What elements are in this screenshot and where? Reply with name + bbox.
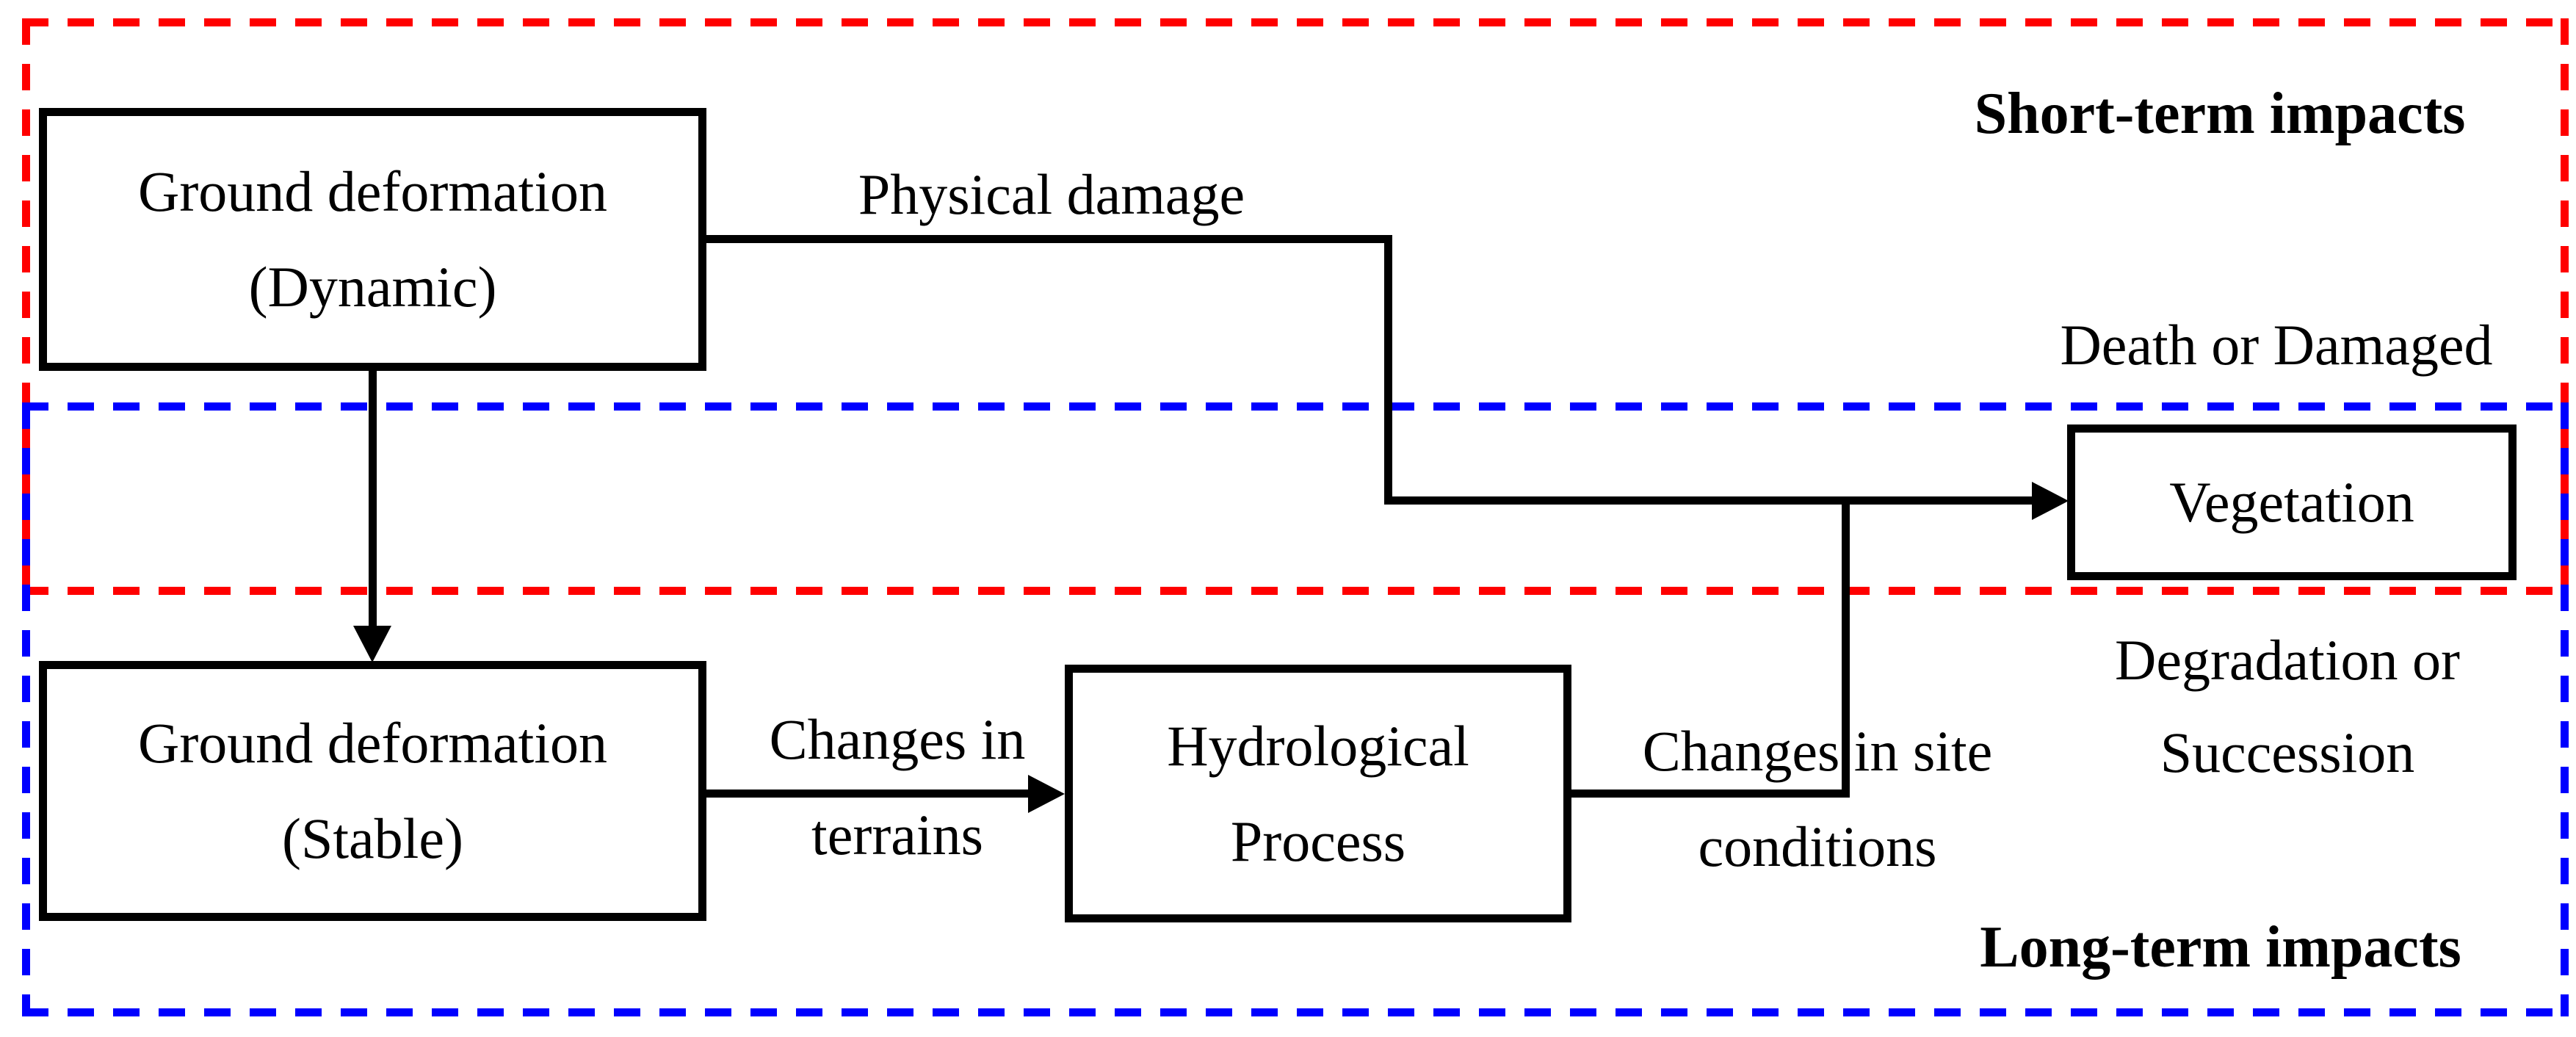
node-hydrological-process-line2: Process [1230,809,1406,873]
node-hydrological-process: Hydrological Process [1065,665,1571,922]
node-ground-deformation-dynamic-line1: Ground deformation [137,159,607,223]
edge-label-changes-in-terrains-line1: Changes in [769,707,1026,771]
physical-damage-connector-horizontal [706,235,1392,243]
node-ground-deformation-dynamic: Ground deformation (Dynamic) [39,108,706,371]
hydrological-out-connector-horizontal [1571,790,1850,798]
arrowhead-into-vegetation [2032,482,2069,520]
edge-label-degradation-or-succession-line1: Degradation or [2115,628,2460,692]
edge-label-death-or-damaged: Death or Damaged [2060,313,2493,377]
hydrological-out-connector-vertical [1842,496,1850,798]
node-vegetation-label: Vegetation [2169,470,2414,534]
short-term-impacts-label: Short-term impacts [1974,82,2466,146]
dynamic-to-stable-connector [369,371,377,626]
node-ground-deformation-stable-line2: (Stable) [282,806,463,870]
arrowhead-into-hydrological [1028,775,1065,813]
short-term-border-bottom [22,587,2569,595]
edge-label-changes-in-terrains-line2: terrains [811,803,983,867]
short-term-border-top [22,18,2569,26]
long-term-border-bottom [22,1008,2569,1016]
edge-label-changes-in-terrains: Changes in terrains [750,692,1044,883]
edge-label-changes-in-site-conditions: Changes in site conditions [1597,704,2038,895]
node-ground-deformation-stable: Ground deformation (Stable) [39,661,706,921]
short-term-border-left [22,18,30,595]
short-term-border-right [2561,18,2569,595]
long-term-border-left [22,402,30,1016]
edge-label-degradation-or-succession-line2: Succession [2160,720,2415,784]
node-ground-deformation-dynamic-line2: (Dynamic) [248,255,497,319]
physical-damage-connector-vertical [1384,235,1392,505]
edge-label-changes-in-site-conditions-line2: conditions [1698,814,1937,878]
long-term-impacts-label: Long-term impacts [1980,915,2461,980]
edge-label-changes-in-site-conditions-line1: Changes in site [1642,719,1993,783]
node-vegetation: Vegetation [2067,424,2517,580]
arrowhead-into-stable [353,626,391,662]
edge-label-physical-damage: Physical damage [858,162,1245,226]
vegetation-connector-horizontal [1384,496,2032,505]
edge-label-degradation-or-succession: Degradation or Succession [2030,614,2544,799]
long-term-border-right [2561,402,2569,1016]
node-hydrological-process-line1: Hydrological [1167,713,1469,778]
node-ground-deformation-stable-line1: Ground deformation [137,711,607,775]
long-term-border-top [22,402,2569,411]
stable-to-hydrological-connector [706,790,1028,798]
